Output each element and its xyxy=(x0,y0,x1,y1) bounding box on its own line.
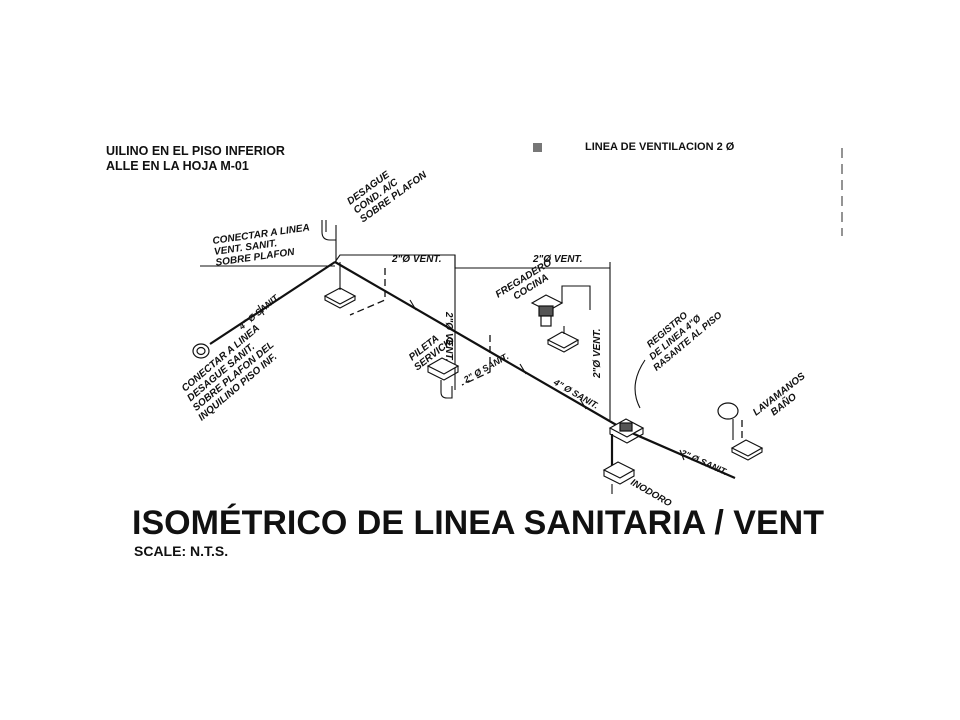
pileta-servicio-base xyxy=(427,366,459,381)
pipe-tick-marks xyxy=(257,299,685,461)
registro-cover-icon xyxy=(619,422,633,432)
floor-drain-2-icon xyxy=(546,331,580,349)
vent-branch-pileta xyxy=(461,335,491,386)
ac-drain-trap-icon xyxy=(321,220,336,241)
vent-branch-1 xyxy=(349,268,386,316)
sanitary-line-4in-left xyxy=(209,261,336,345)
label-vent-2-c: 2"Ø VENT. xyxy=(443,311,454,362)
floor-drain-1-icon xyxy=(323,287,357,305)
label-vent-2-a: 2"Ø VENT. xyxy=(391,254,442,265)
registro-base xyxy=(609,428,644,444)
note-top-right: LINEA DE VENTILACION 2 Ø xyxy=(585,141,735,153)
label-san-4-a: 4" Ø SANIT. xyxy=(236,292,282,333)
registro-leader xyxy=(634,359,646,409)
cleanout-left-inner-icon xyxy=(196,346,206,356)
inodoro-base xyxy=(603,470,635,485)
lavamanos-floor-base xyxy=(731,448,763,461)
fregadero-basin-icon xyxy=(538,305,554,317)
floor-drain-2-base xyxy=(547,340,579,353)
sanitary-line-2in-right xyxy=(624,428,736,480)
note-top-left-2: ALLE EN LA HOJA M-01 xyxy=(106,159,249,173)
floor-drain-1-base xyxy=(324,296,356,309)
lavamanos-floor-icon xyxy=(730,439,764,457)
label-vent-2-d: 2"Ø VENT. xyxy=(592,328,603,379)
note-top-left-1: UILINO EN EL PISO INFERIOR xyxy=(106,144,285,158)
lavamanos-icon xyxy=(717,402,739,420)
drawing-scale: SCALE: N.T.S. xyxy=(134,543,229,559)
sanitary-line-4in-main xyxy=(334,261,626,431)
label-san-2-b: 2" Ø SANIT. xyxy=(678,447,729,477)
label-san-4-b: 4" Ø SANIT. xyxy=(551,377,600,411)
label-san-2-a: 2" Ø SANIT. xyxy=(461,351,510,385)
pileta-trap-icon xyxy=(440,380,453,399)
fregadero-vent xyxy=(561,285,591,310)
label-vent-2-b: 2"Ø VENT. xyxy=(532,254,583,265)
inodoro-icon xyxy=(602,461,636,479)
fregadero-trap-icon xyxy=(540,315,552,327)
drawing-title: ISOMÉTRICO DE LINEA SANITARIA / VENT xyxy=(132,504,824,542)
hatch-legend-swatch xyxy=(533,143,542,152)
